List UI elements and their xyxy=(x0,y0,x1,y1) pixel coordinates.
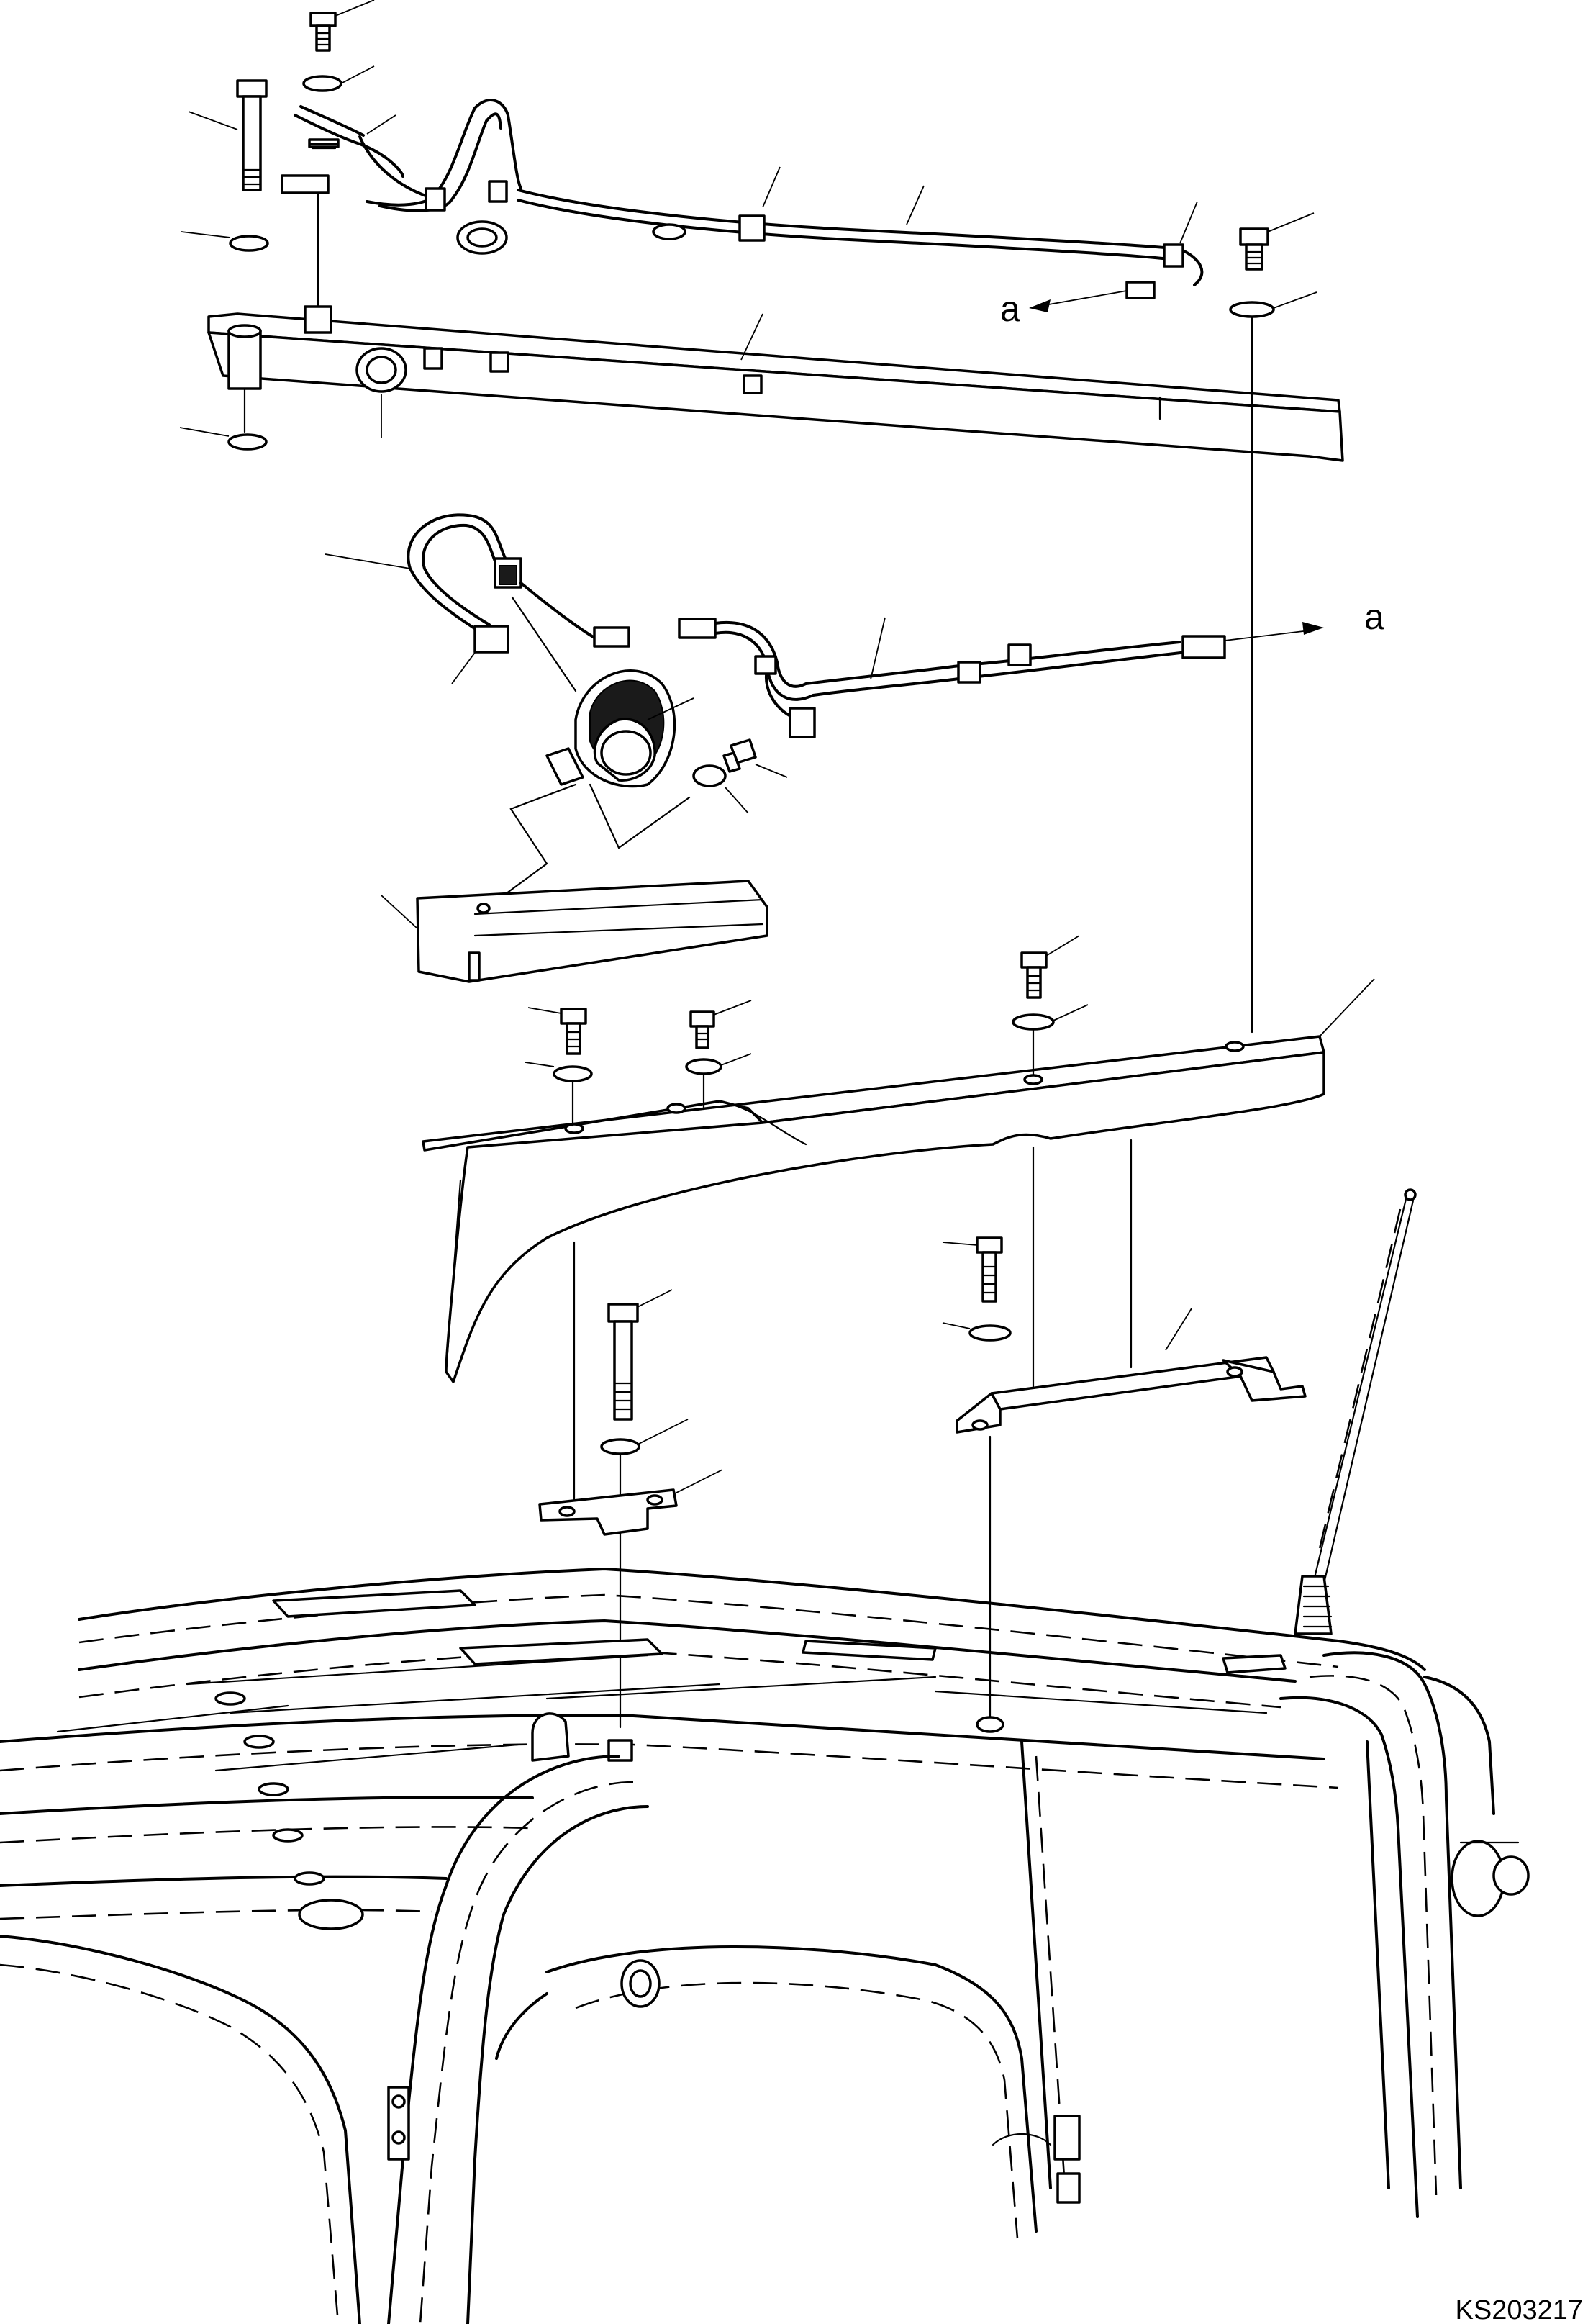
upper-wiring-harness xyxy=(281,99,1204,299)
rail-tab xyxy=(489,351,509,373)
harness-clip xyxy=(1163,243,1184,268)
washer xyxy=(229,235,269,252)
roof-nut xyxy=(976,1716,1004,1733)
bolt xyxy=(560,1008,587,1055)
antenna xyxy=(1294,1188,1417,1635)
work-lamp xyxy=(481,596,788,913)
washer xyxy=(302,75,342,92)
roof-clip xyxy=(531,1712,570,1762)
roof-panel xyxy=(459,1638,663,1665)
reference-letter-a: a xyxy=(1364,597,1384,637)
lamp-cover xyxy=(381,880,768,983)
harness-connector xyxy=(1125,281,1156,299)
washer xyxy=(227,433,268,451)
lamp-bracket xyxy=(545,747,584,786)
washer xyxy=(968,1324,1012,1342)
standoff-tube xyxy=(227,330,262,390)
bolt xyxy=(689,1010,715,1049)
bolt xyxy=(722,738,757,773)
rail-tab xyxy=(423,347,443,370)
harness-clip xyxy=(754,655,777,675)
roof-panel xyxy=(802,1640,937,1661)
washer xyxy=(1229,301,1275,318)
mounting-bracket xyxy=(538,1488,678,1536)
long-bolt xyxy=(236,79,268,191)
cover-hole xyxy=(476,903,491,914)
lamp-harness xyxy=(325,513,1226,738)
harness-clip xyxy=(425,187,446,212)
clamp xyxy=(281,174,330,194)
rail-tab xyxy=(743,374,763,394)
bolt xyxy=(309,12,337,52)
lower-hardware xyxy=(538,1236,1307,1729)
clamp-ring xyxy=(473,625,509,654)
reference-a-upper: a xyxy=(1000,289,1128,329)
drawing-code: KS203217 xyxy=(1456,2295,1584,2324)
harness-clip xyxy=(738,214,766,242)
connector xyxy=(593,626,630,648)
lower-mount-bracket xyxy=(422,978,1375,1507)
roof-panel xyxy=(272,1589,476,1618)
washer xyxy=(600,1438,640,1455)
spacer xyxy=(304,305,332,334)
harness-clip xyxy=(957,661,981,684)
door-hinge xyxy=(1053,2115,1081,2161)
middle-hardware xyxy=(525,935,1089,1082)
long-bolt xyxy=(607,1303,639,1421)
bolt xyxy=(1020,951,1048,999)
reference-letter-a: a xyxy=(1000,289,1020,329)
washer xyxy=(692,764,727,787)
bolt xyxy=(976,1236,1003,1303)
washer xyxy=(553,1065,593,1082)
harness-clip xyxy=(488,180,508,203)
end-connector xyxy=(1181,635,1226,659)
cab-roof xyxy=(0,1568,1530,2324)
harness-clip xyxy=(1007,643,1032,666)
reference-a-lower: a xyxy=(1224,597,1384,641)
bolt xyxy=(1239,227,1269,271)
roof-clip xyxy=(1222,1654,1287,1674)
antenna-tip xyxy=(1404,1188,1417,1201)
elbow-connector xyxy=(789,707,816,738)
washer xyxy=(1012,1013,1055,1031)
connector xyxy=(678,618,717,639)
top-hardware xyxy=(179,0,1317,451)
washer xyxy=(685,1058,722,1075)
upper-mount-rail xyxy=(207,191,1344,462)
